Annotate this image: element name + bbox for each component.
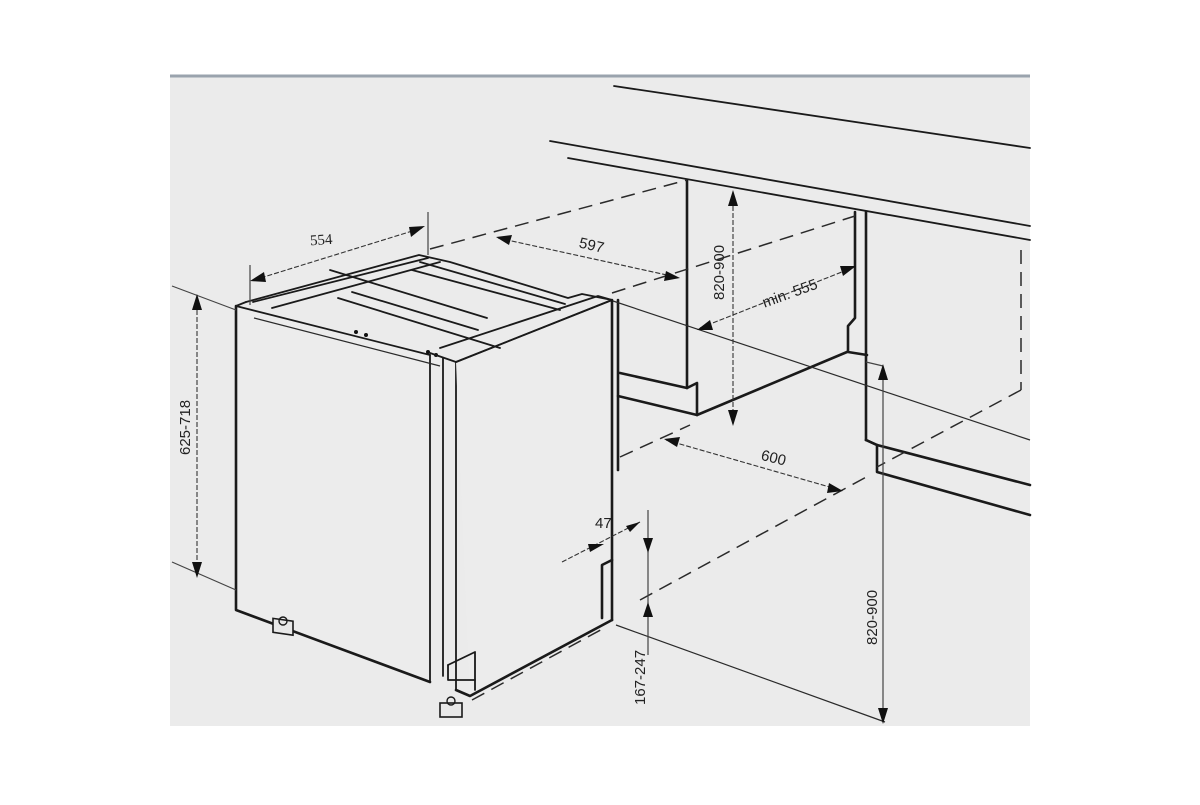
- construction-lines: [429, 179, 1031, 723]
- foot-right: [439, 696, 463, 718]
- dimension-appliance-height: 625-718: [171, 285, 237, 591]
- dimension-niche-height-top: 820-900: [711, 190, 738, 426]
- label-plinth-height: 167-247: [632, 650, 649, 705]
- niche-right-cabinet: [846, 210, 1032, 517]
- dimension-plinth-offset: 47: [561, 515, 641, 563]
- label-appliance-height: 625-718: [177, 400, 194, 455]
- label-niche-height-side: 820-900: [864, 590, 881, 645]
- dimension-niche-height-side: 820-900: [864, 361, 888, 724]
- dimension-floor-depth: 600: [664, 437, 843, 493]
- label-niche-depth: 597: [577, 235, 605, 257]
- label-plinth-offset: 47: [595, 515, 612, 532]
- label-floor-depth: 600: [759, 447, 787, 470]
- label-niche-height-top: 820-900: [711, 245, 728, 300]
- dishwasher-feet: [272, 616, 463, 718]
- dimension-niche-depth: 597: [496, 235, 680, 281]
- dimension-appliance-width: 554: [249, 212, 429, 305]
- dimension-plinth-height: 167-247: [632, 510, 653, 705]
- label-appliance-width: 554: [309, 232, 333, 250]
- dishwasher: [234, 254, 614, 698]
- niche-left-side: [616, 178, 849, 472]
- foot-left: [272, 616, 294, 637]
- worktop: [549, 85, 1031, 241]
